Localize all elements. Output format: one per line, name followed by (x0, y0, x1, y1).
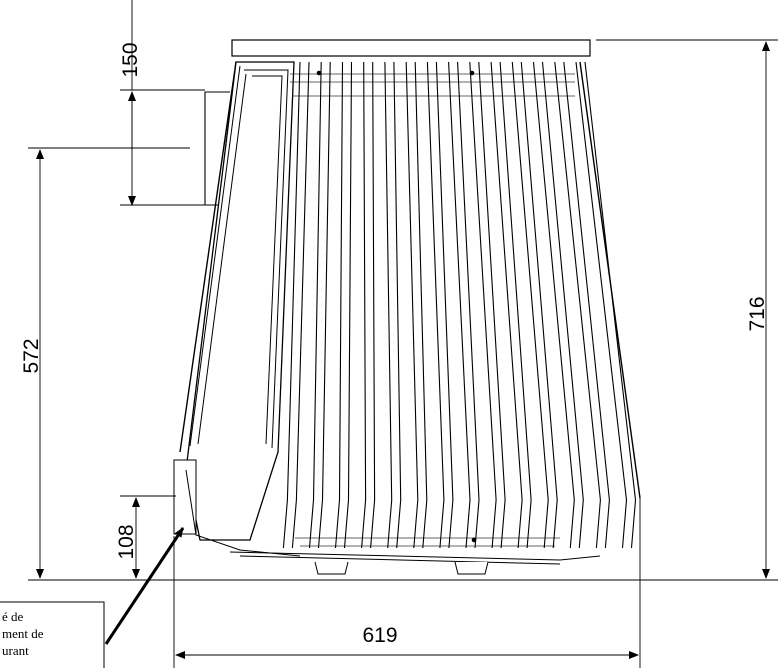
grill-bar (426, 61, 445, 549)
base-floor-line-2 (239, 555, 561, 565)
base-foot (173, 459, 197, 535)
grill-bar (575, 61, 628, 549)
grill-bar (291, 61, 310, 549)
grill-bar (414, 61, 428, 549)
dimension-lines (28, 0, 778, 668)
foot-right (454, 561, 489, 575)
grill-bar (370, 61, 376, 549)
grill-bar (563, 61, 610, 549)
grill-bar (499, 61, 532, 549)
grill-bar (532, 61, 575, 549)
grill-bar (469, 61, 497, 549)
grill-bar (457, 61, 480, 549)
dim-label-total-height: 716 (746, 296, 769, 331)
note-line-2: ment de (2, 626, 44, 641)
door-inner-line-4 (197, 73, 247, 445)
grill-bar (541, 61, 584, 549)
grill-bar (405, 61, 419, 549)
dim-label-width: 619 (362, 624, 397, 647)
grill-bar (520, 61, 558, 549)
grill-bar (361, 61, 367, 549)
grill-bar (448, 61, 471, 549)
fixing-dot (316, 70, 322, 76)
door-inner-line-2 (252, 75, 283, 445)
note-line-3: urant (2, 643, 29, 658)
grill-bar (384, 61, 393, 549)
grill-bar (478, 61, 506, 549)
leader-arrow (104, 527, 185, 645)
grill-bar (490, 61, 523, 549)
vertical-bars (282, 61, 637, 549)
rear-outlet (204, 91, 230, 206)
dim-label-height-to-outlet: 572 (20, 338, 43, 373)
grill-bar (435, 61, 454, 549)
grill-bar (334, 61, 344, 549)
top-plate (231, 39, 591, 57)
grill-bar (554, 61, 601, 549)
grill-bar (343, 61, 353, 549)
dim-label-bottom-offset: 108 (115, 524, 138, 559)
dim-label-top-offset: 150 (119, 42, 142, 77)
outer-contour-left (179, 61, 237, 453)
note-box (0, 601, 105, 668)
grill-bar (317, 61, 331, 549)
grill-bar (282, 61, 301, 549)
door-inner-line (244, 69, 289, 449)
foot-left (314, 561, 349, 575)
note-line-1: é de (2, 609, 24, 624)
grill-bar (584, 61, 637, 549)
base-floor-line (229, 551, 601, 561)
grill-bar (308, 61, 322, 549)
grill-bar (393, 61, 402, 549)
stove-body (173, 39, 641, 575)
grill-bar (511, 61, 549, 549)
note-callout: é de ment de urant (0, 527, 185, 668)
door-inner-line-3 (189, 65, 241, 447)
